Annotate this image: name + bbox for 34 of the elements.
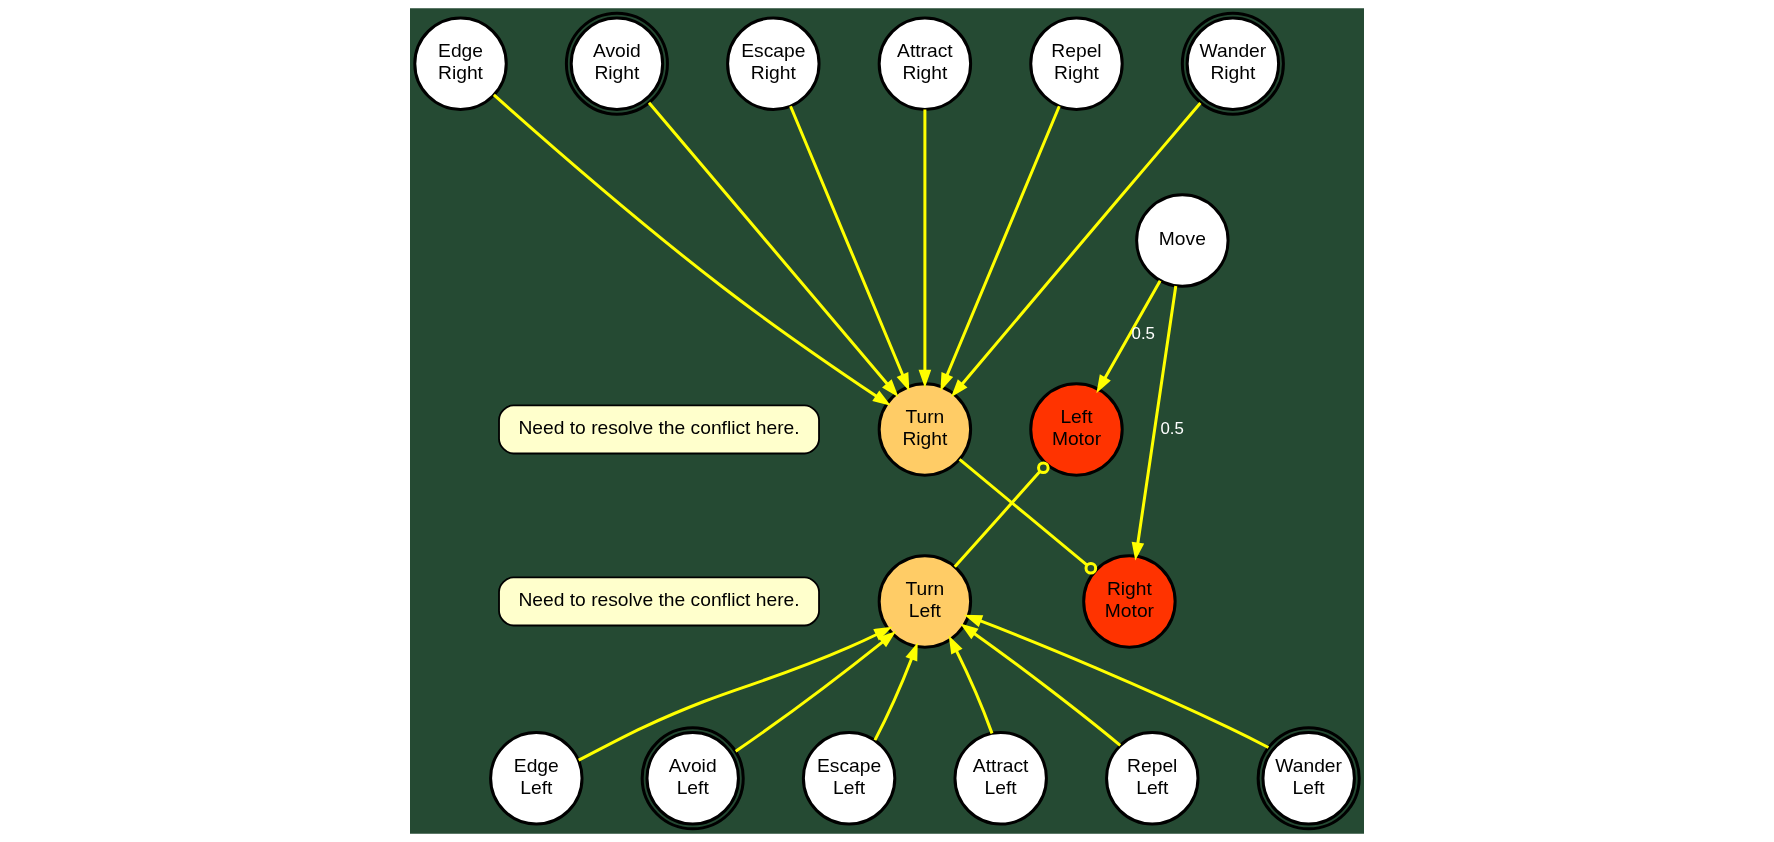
arrow: [964, 614, 1270, 749]
connector: [958, 458, 1098, 575]
node-box: Need to resolve the conflict here.: [498, 576, 820, 627]
node-circle: Turn Right: [877, 382, 973, 477]
arrow: [940, 105, 1061, 392]
arrow: [948, 635, 994, 734]
arrow: [873, 642, 918, 741]
node-circle: Escape Right: [726, 16, 821, 111]
node-circle: Move: [1135, 193, 1230, 288]
node-circle: Repel Right: [1029, 16, 1124, 111]
arrow: [647, 101, 899, 398]
arrow: [960, 623, 1122, 747]
node-circle: Avoid Left: [640, 726, 745, 831]
node-circle: Repel Left: [1105, 731, 1200, 826]
arrow: [951, 102, 1202, 398]
edge-label: 0.5: [1160, 418, 1184, 438]
node-circle: Edge Left: [489, 731, 584, 826]
node-box: Need to resolve the conflict here.: [498, 404, 820, 455]
arrow: [918, 109, 932, 388]
node-circle: Attract Right: [877, 16, 973, 111]
arrow: [734, 630, 897, 753]
arrow: [789, 105, 910, 392]
node-circle: Escape Left: [801, 731, 897, 826]
arrow: [492, 93, 891, 406]
node-circle: Edge Right: [413, 16, 508, 111]
arrow: [1096, 280, 1162, 394]
node-circle: Wander Left: [1256, 726, 1361, 831]
node-circle: Attract Left: [953, 731, 1048, 826]
arrow: [1131, 285, 1178, 561]
edge-label: 0.5: [1131, 324, 1155, 344]
arrow: [578, 626, 893, 762]
node-circle: Avoid Right: [564, 11, 669, 116]
connector: [953, 461, 1050, 568]
node-circle: Wander Right: [1180, 11, 1285, 116]
